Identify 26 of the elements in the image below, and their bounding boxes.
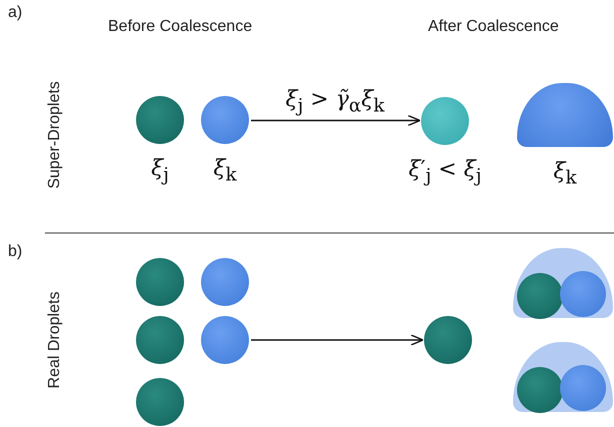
column-heading: After Coalescence: [428, 18, 559, 36]
droplet-label: ξ$_{k}$: [553, 159, 577, 188]
droplet-circle: [201, 316, 249, 364]
droplet-circle: [421, 97, 469, 145]
droplet-circle: [136, 258, 184, 306]
droplet-circle: [136, 96, 184, 144]
row-label: Real Droplets: [46, 292, 64, 388]
droplet-circle: [517, 273, 563, 319]
panel-label: b): [8, 243, 22, 261]
droplet-label: ξ$_{j}$: [151, 156, 169, 186]
edge-label: ξ$_{j}$ > γ̃$_{α}$ξ$_{k}$: [286, 86, 384, 116]
droplet-circle: [136, 316, 184, 364]
droplet-circle: [201, 96, 249, 144]
arrow: [251, 334, 424, 346]
droplet-circle: [560, 271, 606, 317]
droplet-circle: [201, 258, 249, 306]
column-heading: Before Coalescence: [108, 18, 252, 36]
droplet-label: ξ$_{k}$: [213, 156, 237, 186]
droplet-circle: [517, 367, 563, 413]
droplet-label: ξ′$_{j}$ < ξ$_{j}$: [408, 157, 482, 186]
arrow: [251, 114, 421, 126]
droplet-circle: [424, 316, 472, 364]
droplet-circle: [136, 378, 184, 426]
panel-label: a): [8, 4, 22, 22]
row-label: Super-Droplets: [46, 81, 64, 189]
droplet-circle: [560, 365, 606, 411]
